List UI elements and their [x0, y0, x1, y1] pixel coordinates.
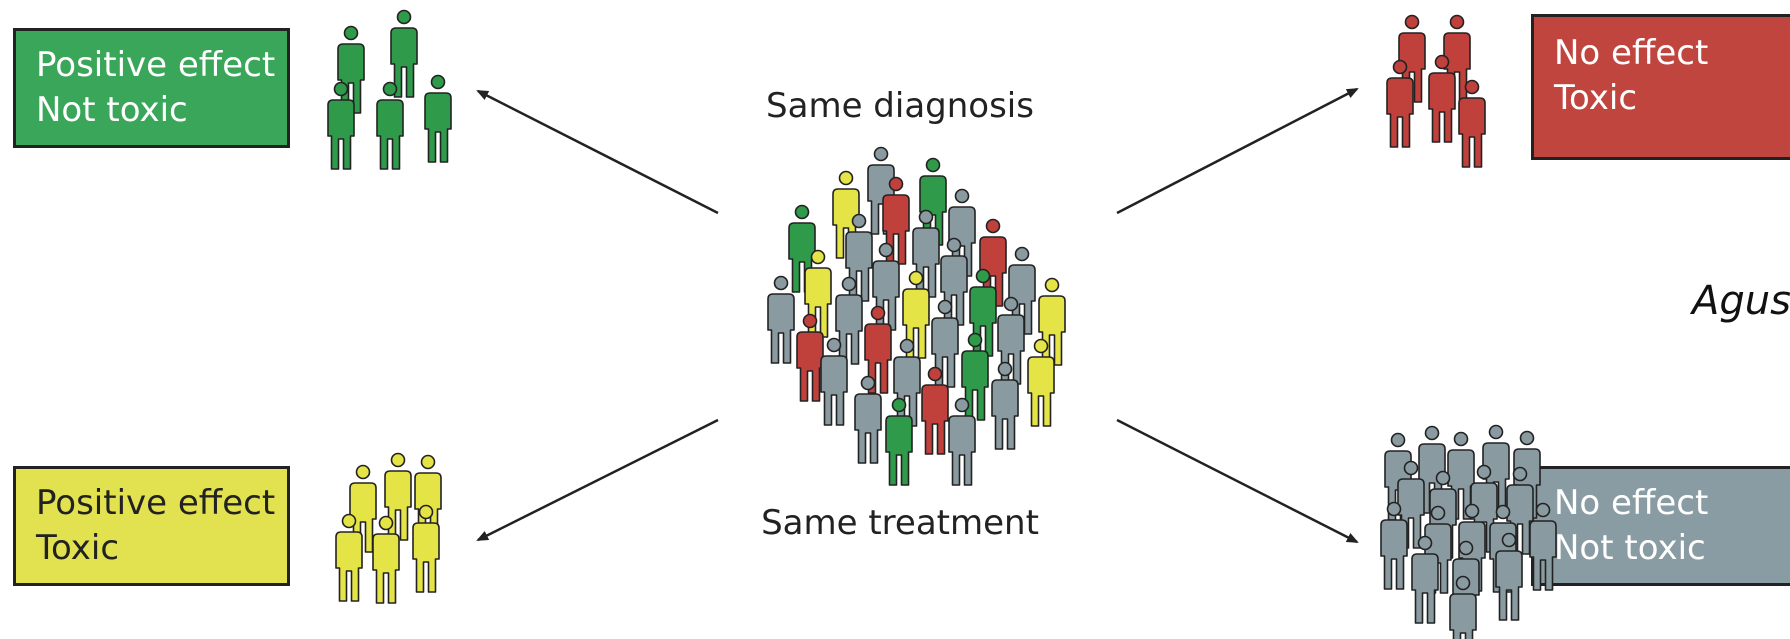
people-figures	[327, 9, 1557, 639]
box-line-1: Positive effect	[36, 483, 276, 523]
person-icon	[796, 313, 824, 402]
person-icon	[948, 397, 976, 486]
person-icon	[1458, 79, 1486, 168]
person-icon	[335, 513, 363, 602]
person-icon	[854, 375, 882, 464]
arrow-to-top-left	[476, 89, 719, 215]
box-line-2: Toxic	[36, 528, 120, 568]
box-line-2: Toxic	[1554, 78, 1638, 118]
no-effect-toxic-box: No effect Toxic	[1531, 14, 1790, 160]
arrow-to-top-right	[1116, 87, 1359, 215]
same-diagnosis-label: Same diagnosis	[766, 86, 1034, 126]
person-icon	[412, 504, 440, 593]
person-icon	[893, 338, 921, 427]
person-icon	[991, 361, 1019, 450]
person-icon	[390, 9, 418, 98]
person-icon	[424, 74, 452, 163]
same-treatment-label: Same treatment	[761, 503, 1039, 543]
person-icon	[376, 81, 404, 170]
person-icon	[767, 275, 795, 364]
arrow-to-bottom-left	[476, 418, 719, 542]
box-line-1: Positive effect	[36, 45, 276, 85]
person-icon	[835, 276, 863, 365]
positive-not-toxic-box: Positive effect Not toxic	[13, 28, 290, 148]
person-icon	[372, 515, 400, 604]
person-icon	[885, 397, 913, 486]
author-credit: Agus	[1692, 278, 1790, 324]
positive-toxic-box: Positive effect Toxic	[13, 466, 290, 586]
box-line-2: Not toxic	[1554, 528, 1706, 568]
person-icon	[1449, 575, 1477, 639]
person-icon	[1428, 54, 1456, 143]
person-icon	[327, 81, 355, 170]
box-line-2: Not toxic	[36, 90, 188, 130]
person-icon	[921, 366, 949, 455]
person-icon	[1495, 532, 1523, 621]
box-line-1: No effect	[1554, 33, 1709, 73]
person-icon	[820, 337, 848, 426]
person-icon	[1529, 502, 1557, 591]
arrow-to-bottom-right	[1116, 418, 1359, 544]
person-icon	[1380, 501, 1408, 590]
person-icon	[1027, 338, 1055, 427]
person-icon	[1411, 535, 1439, 624]
no-effect-not-toxic-box: No effect Not toxic	[1531, 466, 1790, 586]
box-line-1: No effect	[1554, 483, 1709, 523]
person-icon	[337, 25, 365, 114]
person-icon	[1386, 59, 1414, 148]
person-icon	[864, 305, 892, 394]
